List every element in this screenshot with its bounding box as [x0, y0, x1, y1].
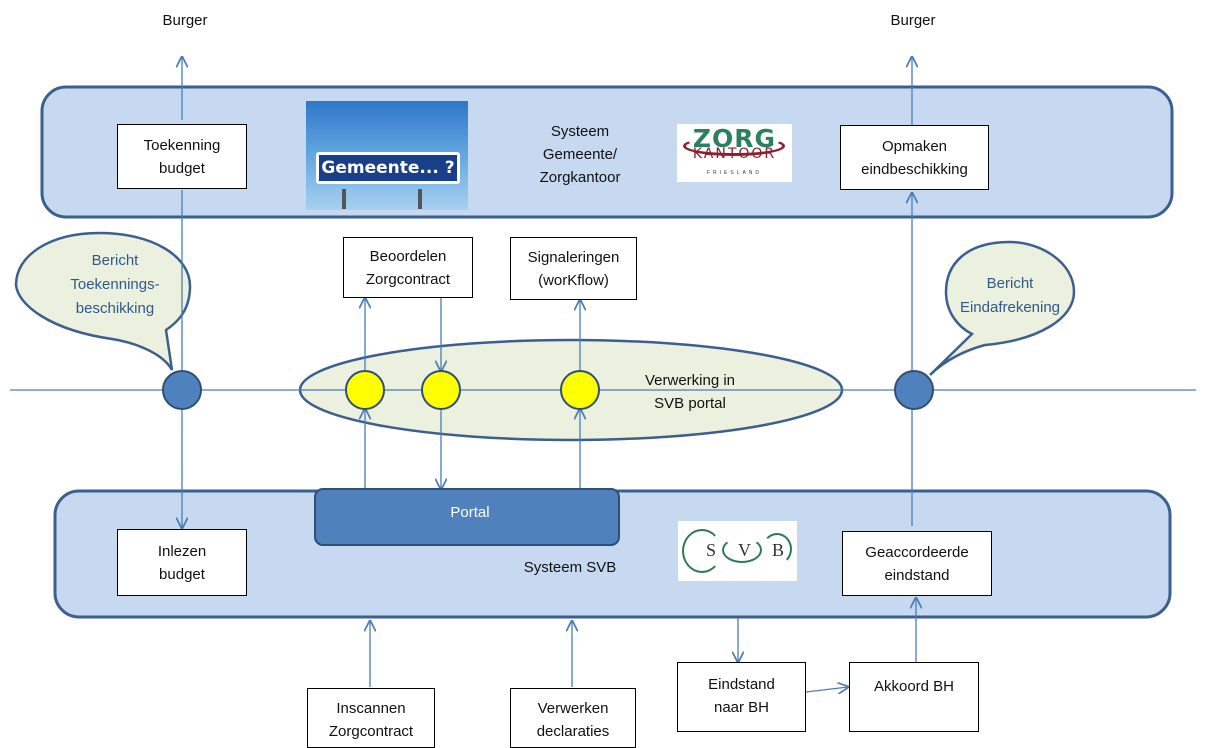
geaccordeerde-eindstand-box: Geaccordeerde eindstand [842, 531, 992, 596]
node-portal-step-3 [560, 370, 600, 410]
gemeente-sign: Gemeente... ? [316, 152, 460, 184]
burger-label-right: Burger [890, 11, 936, 29]
zorgkantoor-logo: ZORG KANTOOR FRIESLAND [677, 124, 792, 182]
signaleringen-workflow-box: Signaleringen (worKflow) [510, 237, 637, 300]
svb-system-title: Systeem SVB [523, 558, 617, 576]
sign-post-left [342, 189, 346, 209]
callout-right-text: Bericht Eindafrekening [959, 275, 1061, 316]
eindstand-naar-bh-box: Eindstand naar BH [677, 662, 806, 732]
svb-letter-b: B [772, 540, 785, 560]
opmaken-eindbeschikking-box: Opmaken eindbeschikking [840, 125, 989, 190]
callout-bubble-left [14, 231, 192, 371]
svb-letter-s: S [706, 540, 717, 560]
svb-letter-v: V [738, 540, 751, 560]
portal-label: Portal [450, 503, 490, 521]
burger-label-left: Burger [162, 11, 208, 29]
svb-swoosh-2 [722, 537, 762, 563]
svb-logo: S V B [678, 521, 797, 581]
inlezen-budget-box: Inlezen budget [117, 529, 247, 596]
toekenning-budget-box: Toekenning budget [117, 124, 247, 189]
callout-bubble-right [929, 240, 1076, 376]
beoordelen-zorgcontract-box: Beoordelen Zorgcontract [343, 237, 473, 298]
portal-ellipse-label: Verwerking in SVB portal [644, 372, 736, 412]
svb-swoosh-3 [762, 533, 792, 565]
arrow-eindstand-to-akkoord [805, 687, 848, 692]
svb-swoosh-1 [682, 529, 722, 573]
gemeente-logo: Gemeente... ? [306, 101, 468, 210]
sign-post-right [418, 189, 422, 209]
portal-bar [314, 488, 620, 546]
flow-diagram [10, 0, 1196, 722]
callout-left-text: Bericht Toekennings- beschikking [70, 252, 160, 317]
node-toekenningsbeschikking [162, 370, 202, 410]
node-portal-step-1 [345, 370, 385, 410]
gemeente-system-title: Systeem Gemeente/ Zorgkantoor [539, 122, 621, 186]
node-eindafrekening [894, 370, 934, 410]
inscannen-zorgcontract-box: Inscannen Zorgcontract [307, 688, 435, 748]
zorgkantoor-swoosh [683, 136, 785, 156]
node-portal-step-2 [421, 370, 461, 410]
verwerken-declaraties-box: Verwerken declaraties [510, 688, 636, 748]
